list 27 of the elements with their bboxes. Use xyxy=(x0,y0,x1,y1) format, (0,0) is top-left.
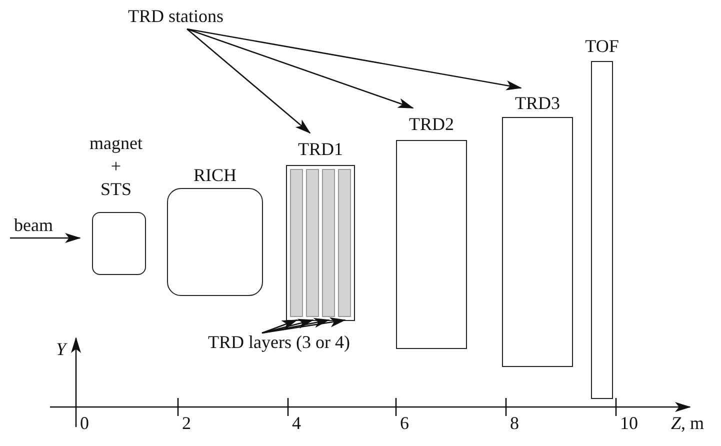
tick-label: 0 xyxy=(80,412,89,434)
beam-arrow xyxy=(10,233,81,243)
detector-label: RICH xyxy=(192,164,238,186)
tick-label: 4 xyxy=(292,412,301,434)
leader-arrow xyxy=(262,319,298,334)
layer-bar xyxy=(322,169,335,317)
leader-arrow xyxy=(186,28,311,134)
callout-text: TRD layers (3 or 4) xyxy=(208,331,350,353)
tick-label: 8 xyxy=(510,412,519,434)
detector-label: magnet + STS xyxy=(88,132,144,201)
layer-bar xyxy=(338,169,351,317)
detector-label: TRD3 xyxy=(514,92,561,114)
callout-text: TRD stations xyxy=(128,5,224,27)
axis-label: Y xyxy=(56,338,66,360)
leader-arrow xyxy=(262,317,346,334)
tick-label: 10 xyxy=(620,412,638,434)
layer-bar xyxy=(290,169,303,317)
axis-label: Z, m xyxy=(671,412,704,434)
layer-bar xyxy=(306,169,319,317)
leader-arrow xyxy=(262,318,314,334)
leader-arrow xyxy=(186,28,522,90)
detector-label: TOF xyxy=(584,35,620,57)
tick-label: 2 xyxy=(182,412,191,434)
leader-arrow xyxy=(186,28,414,109)
detector-label: TRD1 xyxy=(297,138,344,160)
detector-label: TRD2 xyxy=(408,113,455,135)
tick-label: 6 xyxy=(400,412,409,434)
